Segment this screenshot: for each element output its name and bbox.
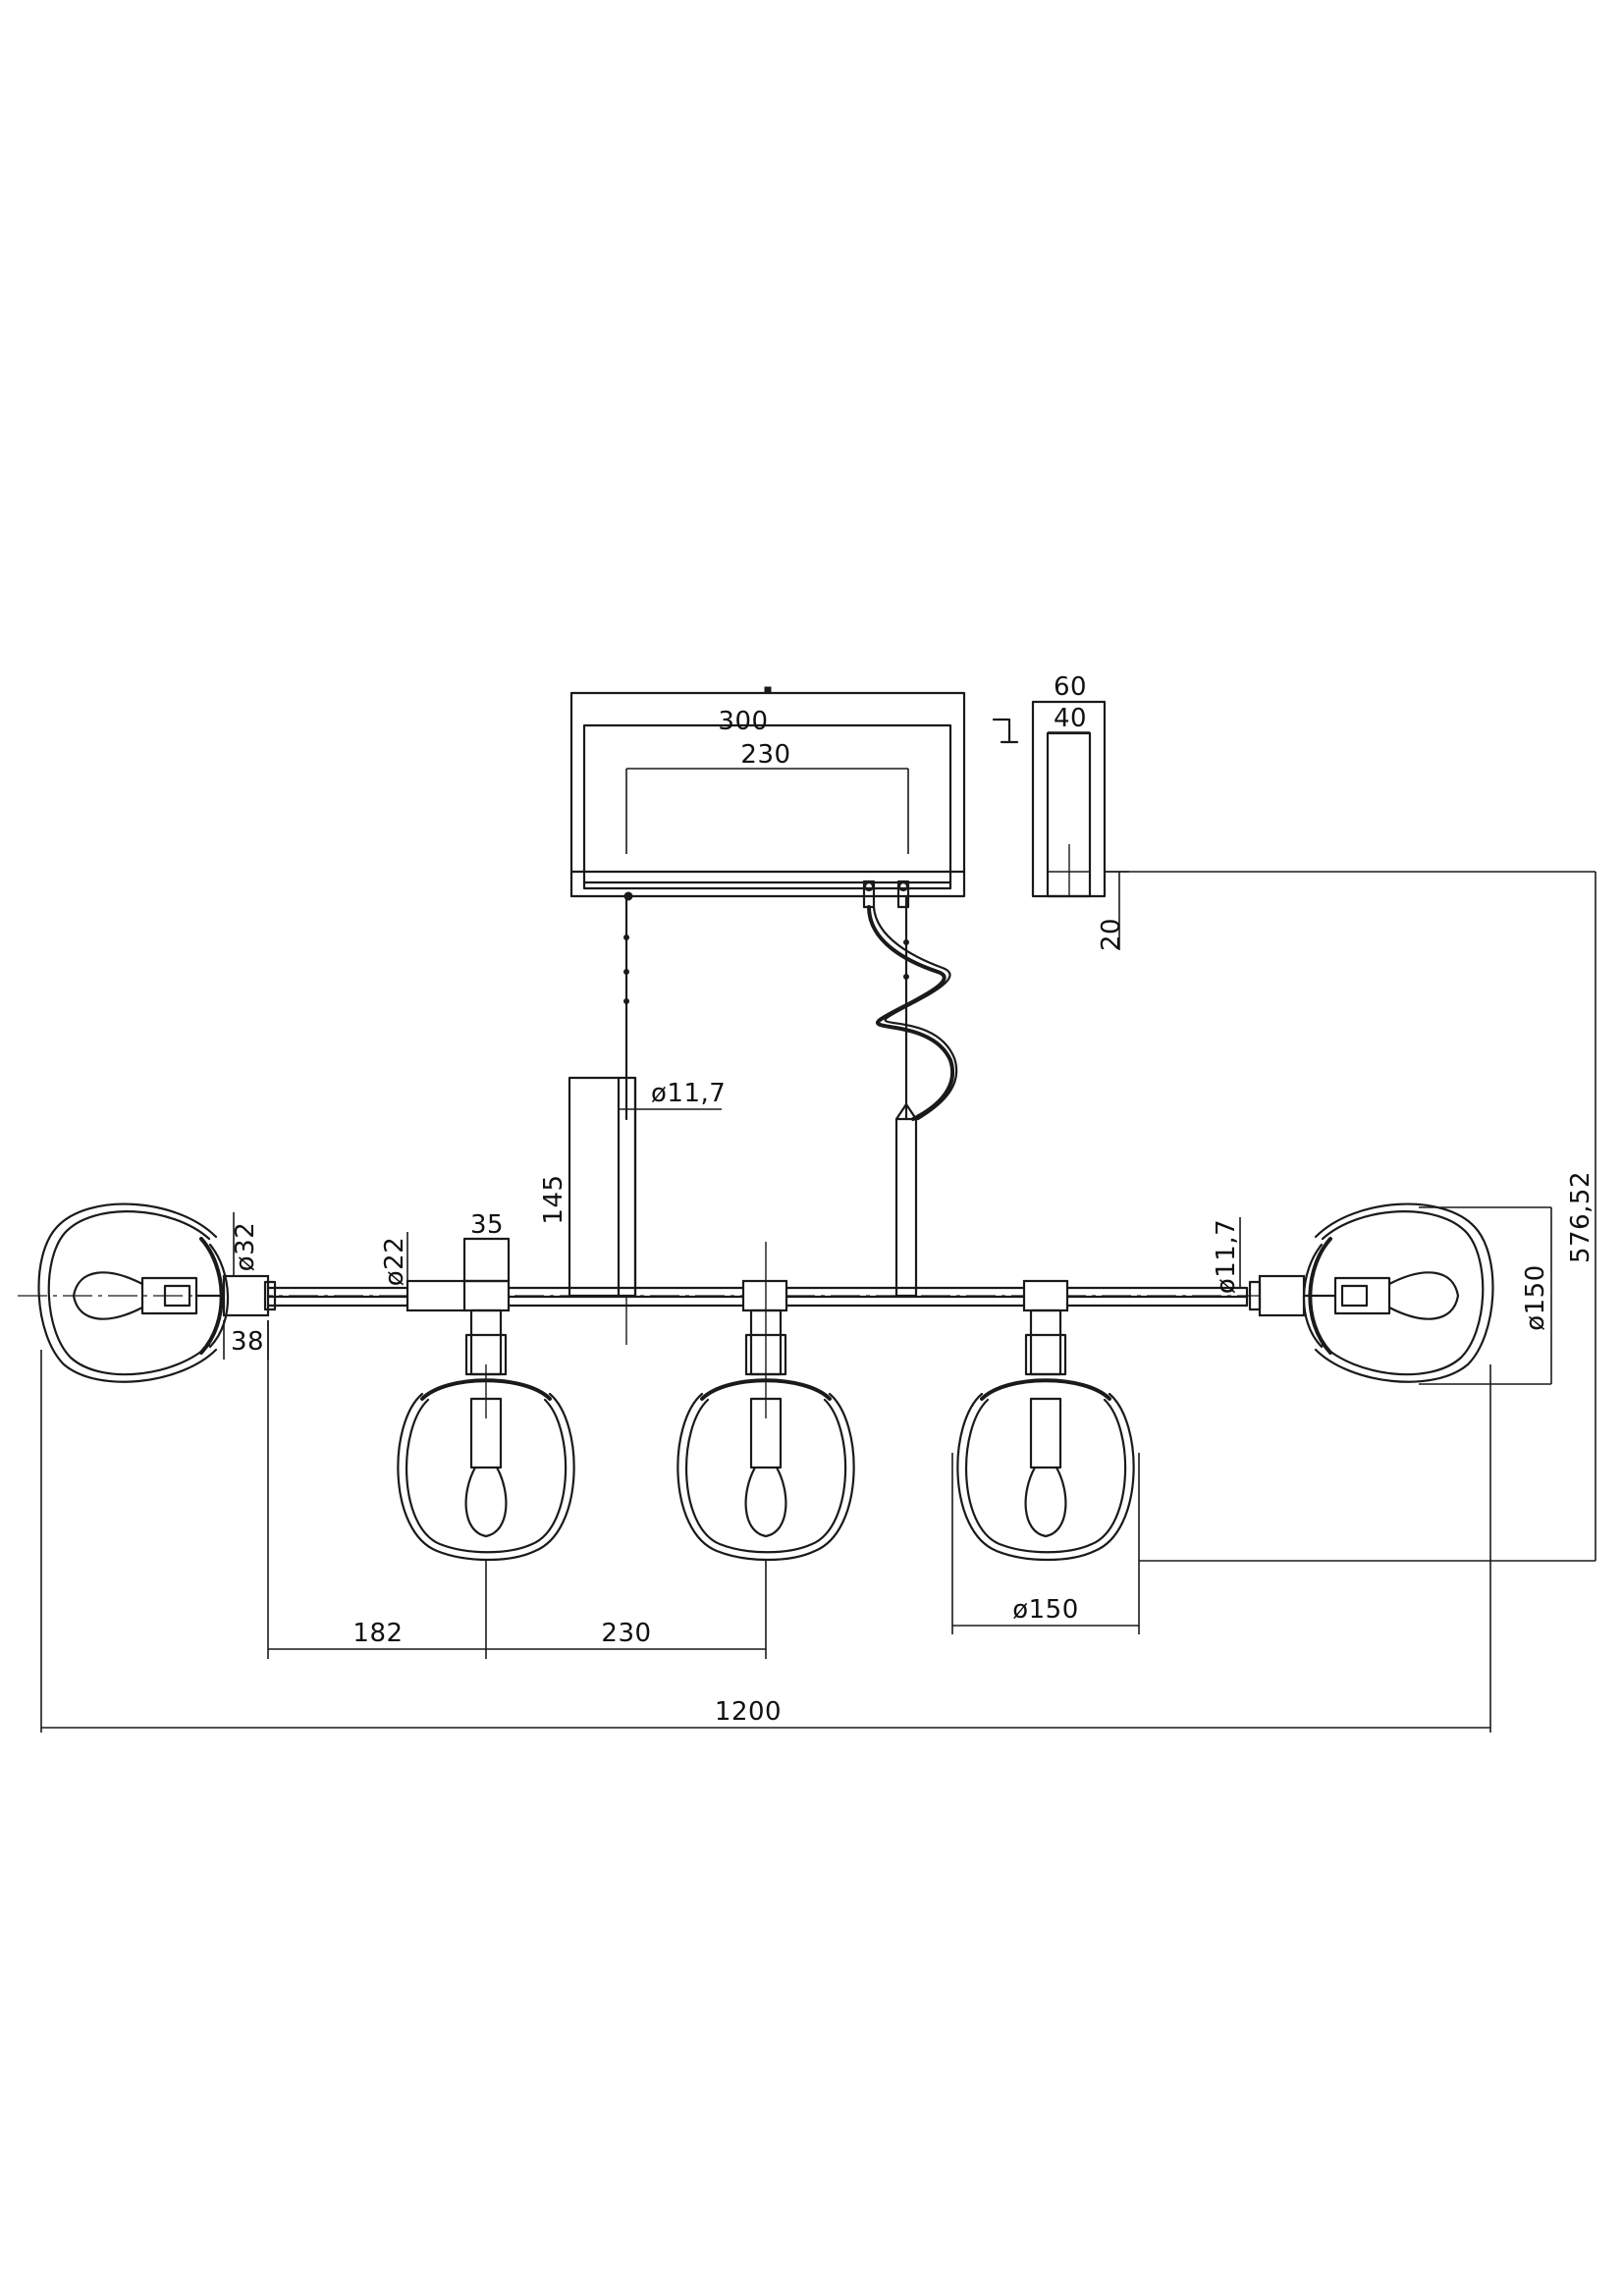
spacing-left-label: 182 — [352, 1619, 403, 1648]
total-length-label: 1200 — [715, 1697, 782, 1727]
suspension-rods: ø11,7 145 — [539, 894, 958, 1345]
canopy-side-view: 60 40 20 — [992, 672, 1129, 951]
hanging-lamp-3 — [956, 1308, 1135, 1562]
shade-diameter-bottom-label: ø150 — [1012, 1595, 1079, 1625]
left-side-lamp: 38 — [37, 1202, 269, 1383]
dimension-lines: 182 230 ø150 576,52 1200 — [40, 871, 1596, 1733]
canopy-inner-width-label: 230 — [740, 740, 790, 770]
hanging-lamp-1 — [397, 1308, 575, 1562]
canopy-depth-label: 60 — [1054, 672, 1087, 702]
shade-diameter-side-label: ø150 — [1521, 1264, 1550, 1331]
socket-holder-diameter-label: ø32 — [231, 1222, 260, 1272]
rod-diameter-left-label: ø11,7 — [651, 1079, 726, 1108]
main-bar: 35 ø22 ø32 ø11,7 — [18, 1210, 1306, 1317]
rod-diameter-right-label: ø11,7 — [1212, 1219, 1241, 1294]
rod-holder-height-label: 145 — [539, 1174, 568, 1224]
sleeve-width-label: 35 — [470, 1210, 504, 1240]
hanging-lamp-2 — [676, 1242, 855, 1562]
spacing-center-label: 230 — [601, 1619, 651, 1648]
socket-holder-width-label: 38 — [231, 1327, 264, 1357]
arm-diameter-label: ø22 — [380, 1237, 409, 1287]
total-height-label: 576,52 — [1566, 1171, 1596, 1263]
hanging-lamps — [397, 1242, 1135, 1562]
right-side-lamp: ø150 — [1302, 1202, 1552, 1385]
canopy-inner-depth-label: 40 — [1054, 704, 1087, 733]
canopy-width-label: 300 — [718, 707, 768, 736]
canopy-front-view: 300 230 — [569, 686, 966, 909]
canopy-height-label: 20 — [1097, 918, 1126, 951]
